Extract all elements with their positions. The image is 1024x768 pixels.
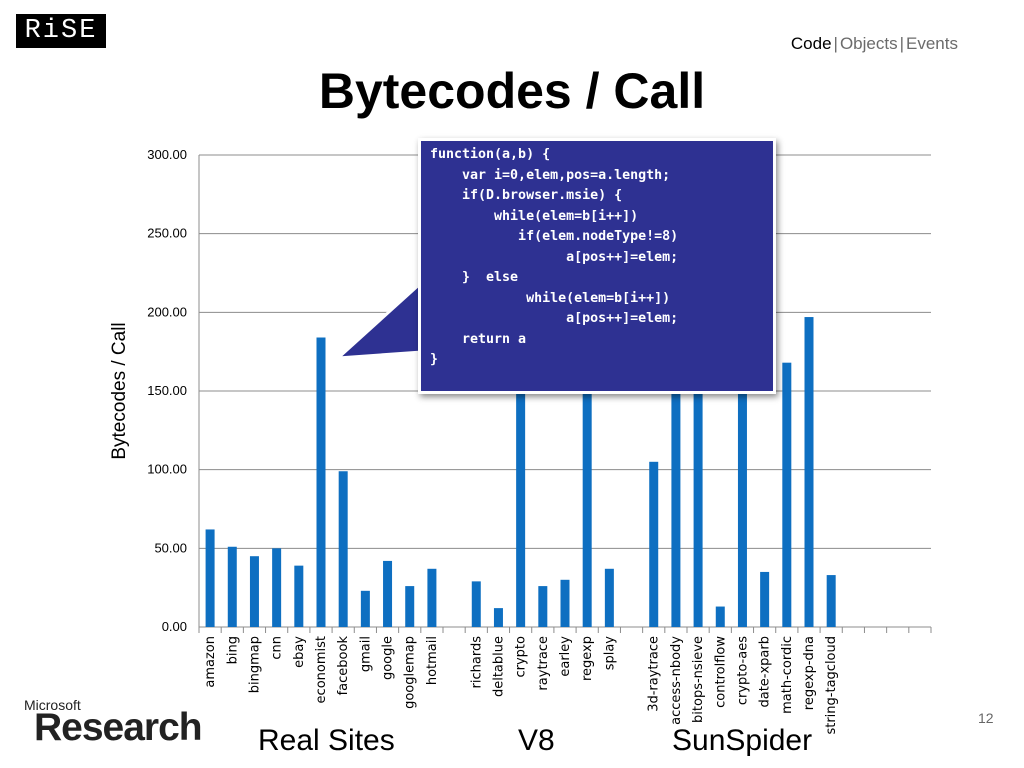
y-tick-label: 100.00: [147, 462, 187, 477]
code-line: while(elem=b[i++]): [430, 290, 671, 306]
bar-gmail: [360, 590, 370, 627]
bar-ebay: [294, 565, 304, 627]
y-axis-label: Bytecodes / Call: [109, 322, 130, 459]
bar-cnn: [272, 548, 282, 627]
y-tick-label: 300.00: [147, 147, 187, 162]
bar-3d-raytrace: [649, 461, 659, 627]
x-tick-label: regexp-dna: [802, 636, 817, 710]
x-tick-label: splay: [602, 636, 617, 671]
callout-pointer: [333, 278, 424, 360]
code-line: } else: [430, 270, 519, 285]
bar-amazon: [205, 529, 215, 627]
rise-logo: RiSE: [16, 14, 106, 48]
code-line: a[pos++]=elem;: [430, 311, 679, 326]
slide-title: Bytecodes / Call: [318, 63, 706, 119]
bar-math-cordic: [782, 362, 792, 627]
section-nav: Code|Objects|Events: [791, 34, 958, 54]
x-tick-label: date-xparb: [758, 636, 773, 708]
bar-hotmail: [427, 568, 437, 627]
x-tick-label: bing: [225, 636, 240, 664]
x-tick-label: regexp: [580, 636, 595, 681]
x-tick-label: richards: [469, 636, 484, 689]
nav-separator: |: [833, 34, 838, 53]
x-tick-label: earley: [558, 636, 573, 677]
nav-item-objects[interactable]: Objects: [839, 34, 898, 53]
x-tick-label: crypto: [514, 636, 529, 678]
x-tick-label: access-nbody: [669, 636, 684, 725]
code-line: function(a,b) {: [430, 147, 551, 162]
x-tick-label: cnn: [270, 636, 285, 660]
bar-google: [383, 560, 393, 627]
x-tick-label: googlemap: [403, 636, 418, 709]
y-tick-label: 0.00: [162, 619, 187, 634]
x-tick-label: facebook: [336, 636, 351, 696]
bar-facebook: [338, 471, 348, 627]
group-label-sunspider: SunSpider: [672, 724, 813, 757]
x-tick-label: ebay: [292, 636, 307, 668]
x-tick-label: controlflow: [713, 636, 728, 708]
y-tick-label: 50.00: [154, 540, 187, 555]
code-callout: function(a,b) { var i=0,elem,pos=a.lengt…: [418, 138, 776, 394]
bar-economist: [316, 337, 326, 627]
bar-controlflow: [715, 606, 725, 627]
bar-earley: [560, 579, 570, 627]
bar-googlemap: [405, 586, 415, 627]
bar-deltablue: [493, 608, 503, 627]
bar-bitops-nsieve: [693, 391, 703, 627]
bar-bingmap: [249, 556, 259, 627]
microsoft-wordmark: Microsoft: [24, 697, 81, 713]
x-tick-label: string-tagcloud: [824, 636, 839, 735]
x-tick-label: google: [381, 636, 396, 680]
x-tick-label: economist: [314, 636, 329, 703]
bar-date-xparb: [760, 571, 770, 627]
bar-regexp-dna: [804, 317, 814, 627]
code-line: a[pos++]=elem;: [430, 249, 679, 265]
x-tick-label: deltablue: [491, 636, 506, 697]
code-line: return a: [430, 331, 527, 347]
x-tick-label: bingmap: [247, 636, 262, 693]
bar-string-tagcloud: [826, 575, 836, 627]
x-tick-label: math-cordic: [780, 636, 795, 714]
y-tick-label: 150.00: [147, 383, 187, 398]
code-line: if(D.browser.msie) {: [430, 188, 623, 203]
bar-raytrace: [538, 586, 548, 627]
bar-regexp: [582, 383, 592, 627]
bar-splay: [604, 568, 614, 627]
code-line: }: [430, 352, 439, 367]
x-tick-label: hotmail: [425, 636, 440, 685]
nav-separator: |: [899, 34, 905, 53]
research-wordmark: Research: [34, 706, 203, 749]
x-tick-label: bitops-nsieve: [691, 636, 706, 723]
x-tick-label: gmail: [358, 636, 373, 672]
bar-bing: [227, 546, 237, 627]
x-tick-label: amazon: [203, 636, 218, 688]
y-tick-label: 250.00: [147, 226, 187, 241]
bar-access-nbody: [671, 391, 681, 627]
code-line: while(elem=b[i++]): [430, 208, 639, 224]
bar-richards: [471, 581, 481, 627]
y-tick-label: 200.00: [147, 304, 187, 319]
nav-item-code[interactable]: Code: [790, 34, 832, 53]
code-line: if(elem.nodeType!=8): [430, 229, 679, 244]
group-label-real-sites: Real Sites: [258, 724, 395, 757]
group-label-v8: V8: [518, 724, 555, 757]
x-tick-label: 3d-raytrace: [647, 636, 662, 712]
bar-crypto-aes: [737, 391, 747, 627]
bar-crypto: [516, 383, 526, 627]
x-tick-label: crypto-aes: [735, 636, 750, 705]
x-tick-label: raytrace: [536, 636, 551, 691]
page-number: 12: [978, 710, 994, 726]
code-line: var i=0,elem,pos=a.length;: [430, 167, 671, 183]
nav-item-events[interactable]: Events: [906, 34, 958, 53]
